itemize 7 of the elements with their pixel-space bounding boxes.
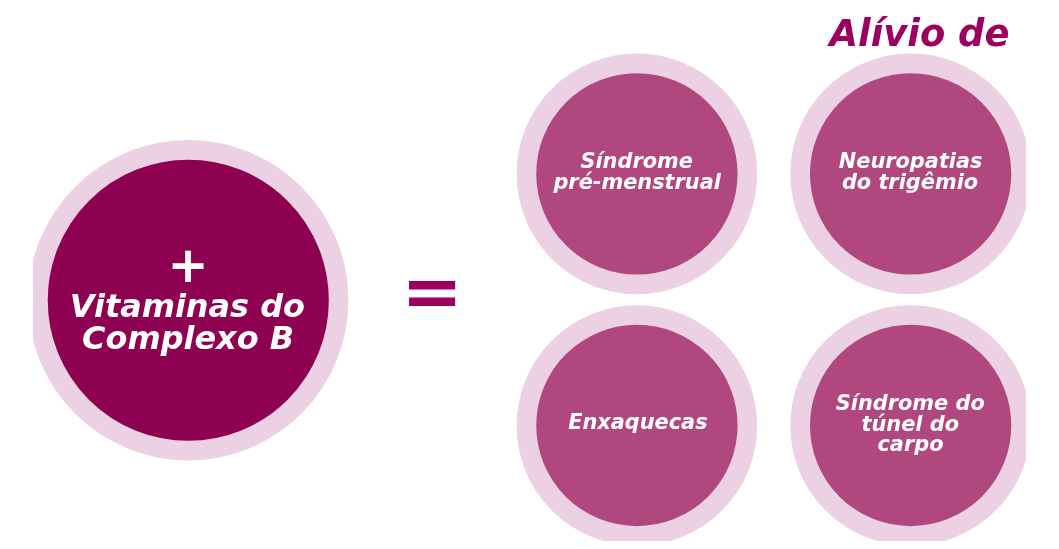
node-circle: Neuropatias do trigêmio [790,53,1026,295]
node-circle: Síndrome do túnel do carpo [790,305,1026,541]
diagram-title: Alívio de [829,12,1010,56]
node-circle: Enxaquecas [516,305,758,541]
node-circle: Síndrome pré-menstrual [516,53,758,295]
label: = [401,249,463,335]
node-circle: + Vitaminas do Complexo B [33,140,349,461]
